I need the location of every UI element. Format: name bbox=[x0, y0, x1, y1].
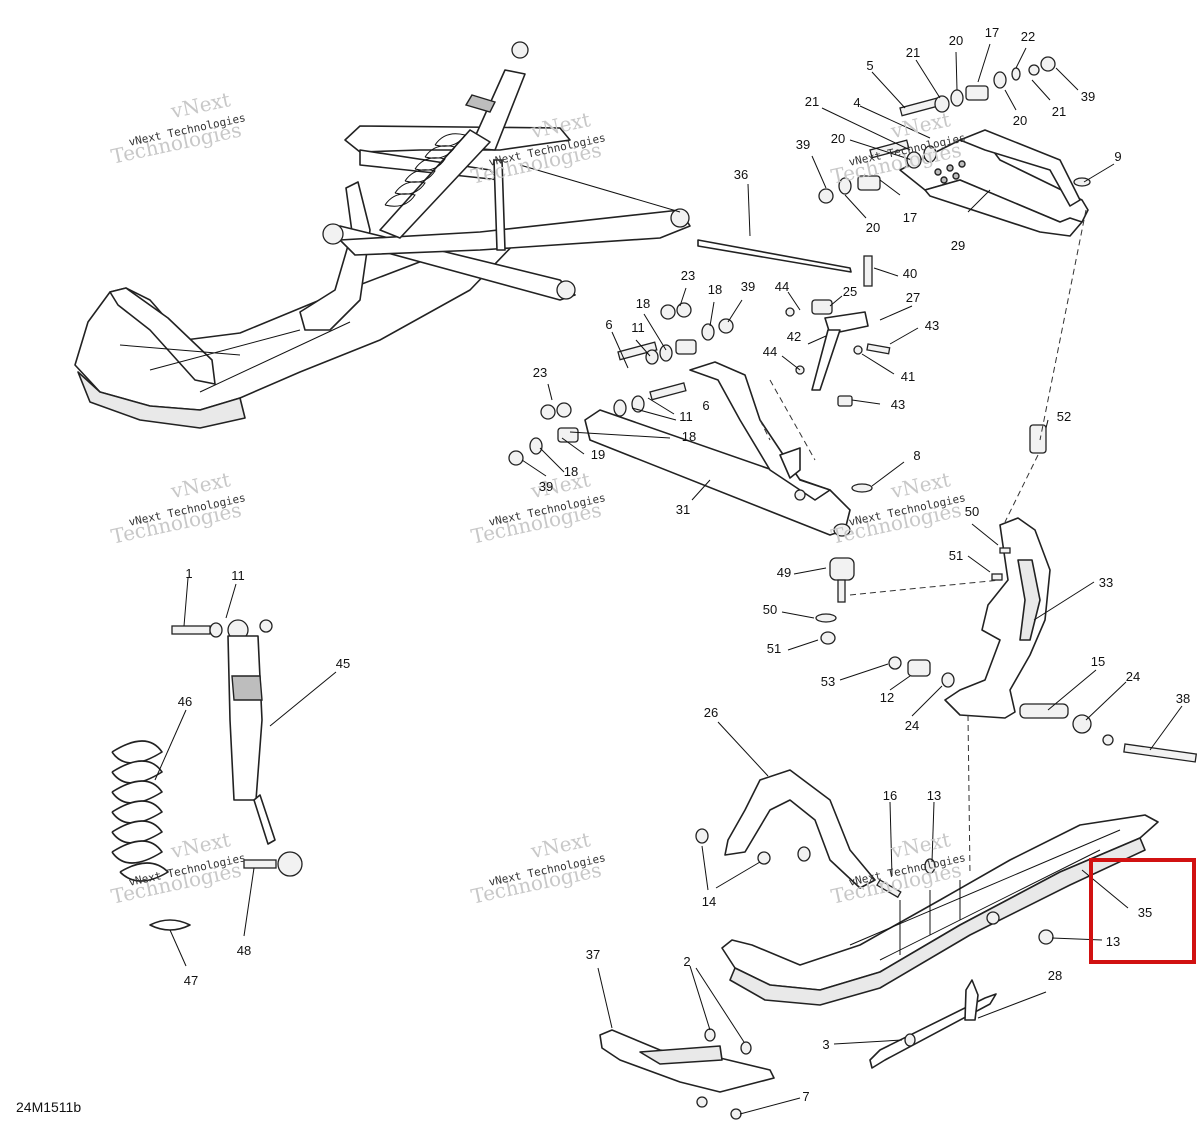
callout-39: 39 bbox=[796, 137, 810, 152]
callout-11: 11 bbox=[231, 568, 245, 583]
callout-41: 41 bbox=[901, 369, 915, 384]
callout-8: 8 bbox=[913, 448, 920, 463]
callout-17: 17 bbox=[903, 210, 917, 225]
callout-15: 15 bbox=[1091, 654, 1105, 669]
callout-24: 24 bbox=[1126, 669, 1140, 684]
callout-28: 28 bbox=[1048, 968, 1062, 983]
callout-29: 29 bbox=[951, 238, 965, 253]
callout-52: 52 bbox=[1057, 409, 1071, 424]
callout-50: 50 bbox=[763, 602, 777, 617]
callout-13: 13 bbox=[927, 788, 941, 803]
callout-39: 39 bbox=[741, 279, 755, 294]
callout-21: 21 bbox=[1052, 104, 1066, 119]
callout-47: 47 bbox=[184, 973, 198, 988]
callout-33: 33 bbox=[1099, 575, 1113, 590]
callout-3: 3 bbox=[822, 1037, 829, 1052]
callout-22: 22 bbox=[1021, 29, 1035, 44]
callout-18: 18 bbox=[682, 429, 696, 444]
callout-2: 2 bbox=[683, 954, 690, 969]
highlight-box-part-35 bbox=[1089, 858, 1196, 964]
callout-35: 35 bbox=[1138, 905, 1152, 920]
callout-46: 46 bbox=[178, 694, 192, 709]
callout-25: 25 bbox=[843, 284, 857, 299]
callout-48: 48 bbox=[237, 943, 251, 958]
callout-7: 7 bbox=[802, 1089, 809, 1104]
callout-11: 11 bbox=[631, 320, 645, 335]
spindle-group bbox=[815, 424, 1198, 763]
callout-20: 20 bbox=[866, 220, 880, 235]
callout-11: 11 bbox=[679, 409, 693, 424]
callout-43: 43 bbox=[925, 318, 939, 333]
callout-27: 27 bbox=[906, 290, 920, 305]
callout-17: 17 bbox=[985, 25, 999, 40]
callout-20: 20 bbox=[831, 131, 845, 146]
callout-31: 31 bbox=[676, 502, 690, 517]
callout-21: 21 bbox=[906, 45, 920, 60]
callout-13: 13 bbox=[1106, 934, 1120, 949]
drawing-code: 24M1511b bbox=[16, 1099, 81, 1115]
callout-16: 16 bbox=[883, 788, 897, 803]
assembly-lines bbox=[759, 209, 1087, 876]
callout-18: 18 bbox=[636, 296, 650, 311]
callout-14: 14 bbox=[702, 894, 716, 909]
callout-44: 44 bbox=[775, 279, 789, 294]
callout-18: 18 bbox=[564, 464, 578, 479]
upper-a-arm-group bbox=[818, 56, 1091, 237]
leader-lines bbox=[154, 43, 1183, 1115]
callout-36: 36 bbox=[734, 167, 748, 182]
callout-40: 40 bbox=[903, 266, 917, 281]
callout-20: 20 bbox=[949, 33, 963, 48]
callout-1: 1 bbox=[185, 566, 192, 581]
callout-23: 23 bbox=[533, 365, 547, 380]
callout-9: 9 bbox=[1114, 149, 1121, 164]
callout-44: 44 bbox=[763, 344, 777, 359]
callout-43: 43 bbox=[891, 397, 905, 412]
callout-50: 50 bbox=[965, 504, 979, 519]
callout-18: 18 bbox=[708, 282, 722, 297]
callout-38: 38 bbox=[1176, 691, 1190, 706]
callout-20: 20 bbox=[1013, 113, 1027, 128]
assembled-suspension-illustration bbox=[74, 41, 691, 429]
callout-42: 42 bbox=[787, 329, 801, 344]
callout-45: 45 bbox=[336, 656, 350, 671]
callout-12: 12 bbox=[880, 690, 894, 705]
callout-24: 24 bbox=[905, 718, 919, 733]
sway-bar-link-group bbox=[785, 255, 891, 407]
callout-6: 6 bbox=[702, 398, 709, 413]
callout-23: 23 bbox=[681, 268, 695, 283]
callout-53: 53 bbox=[821, 674, 835, 689]
callout-26: 26 bbox=[704, 705, 718, 720]
callout-39: 39 bbox=[539, 479, 553, 494]
callout-5: 5 bbox=[866, 58, 873, 73]
callout-4: 4 bbox=[853, 95, 860, 110]
callout-49: 49 bbox=[777, 565, 791, 580]
callout-37: 37 bbox=[586, 947, 600, 962]
callout-39: 39 bbox=[1081, 89, 1095, 104]
ski-group bbox=[599, 769, 1159, 1120]
shock-spring-group bbox=[111, 619, 303, 931]
callout-19: 19 bbox=[591, 447, 605, 462]
callout-6: 6 bbox=[605, 317, 612, 332]
sway-bar-rod bbox=[697, 239, 852, 273]
callout-21: 21 bbox=[805, 94, 819, 109]
callout-51: 51 bbox=[949, 548, 963, 563]
callout-51: 51 bbox=[767, 641, 781, 656]
